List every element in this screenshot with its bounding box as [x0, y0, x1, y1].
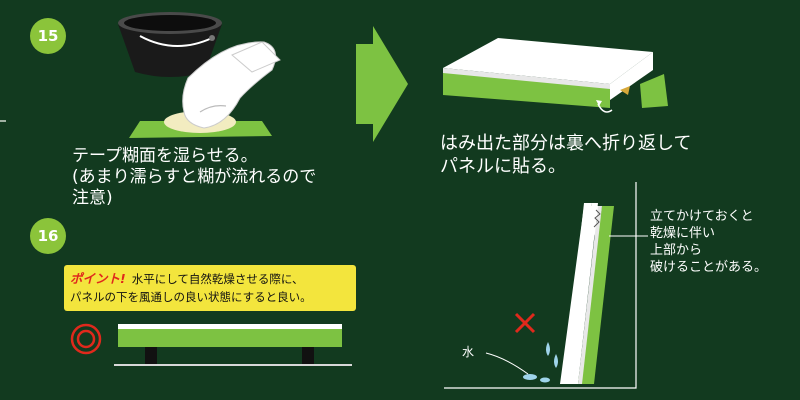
wall-floor-lines [444, 182, 637, 389]
point-box: ポイント! 水平にして自然乾燥させる際に、 パネルの下を風通しの良い状態にすると良… [64, 265, 356, 311]
bucket-icon [118, 12, 222, 77]
point-label: ポイント! [70, 271, 126, 286]
point-line-2: パネルの下を風通しの良い状態にすると良い。 [70, 290, 312, 304]
water-drop-icon [546, 342, 550, 356]
fold-caption: はみ出た部分は裏へ折り返して パネルに貼る。 [440, 133, 692, 177]
water-label: 水 [462, 345, 475, 359]
raised-panel-illustration [114, 324, 352, 366]
step-15-badge: 15 [30, 18, 66, 54]
folded-tape-flap [640, 74, 668, 108]
ok-double-circle-icon [70, 323, 102, 355]
step-16-badge: 16 [30, 218, 66, 254]
water-puddle-icon [540, 377, 550, 383]
water-pointer-line [485, 352, 529, 375]
ng-cross-icon [514, 312, 536, 334]
point-line-1: 水平にして自然乾燥させる際に、 [131, 272, 304, 286]
panel-fold-illustration [443, 38, 668, 113]
gloved-hand-icon [182, 41, 281, 129]
step-15-caption: テープ糊面を湿らせる。 (あまり濡らすと糊が流れるので 注意) [72, 146, 317, 208]
tear-mark [593, 209, 601, 228]
water-puddle-icon [523, 374, 537, 380]
water-drop-icon [554, 354, 558, 368]
lean-warning-note: 立てかけておくと 乾燥に伴い 上部から 破けることがある。 [650, 209, 768, 275]
leaning-panel-illustration [444, 182, 648, 389]
arrow-right-icon [356, 26, 408, 142]
